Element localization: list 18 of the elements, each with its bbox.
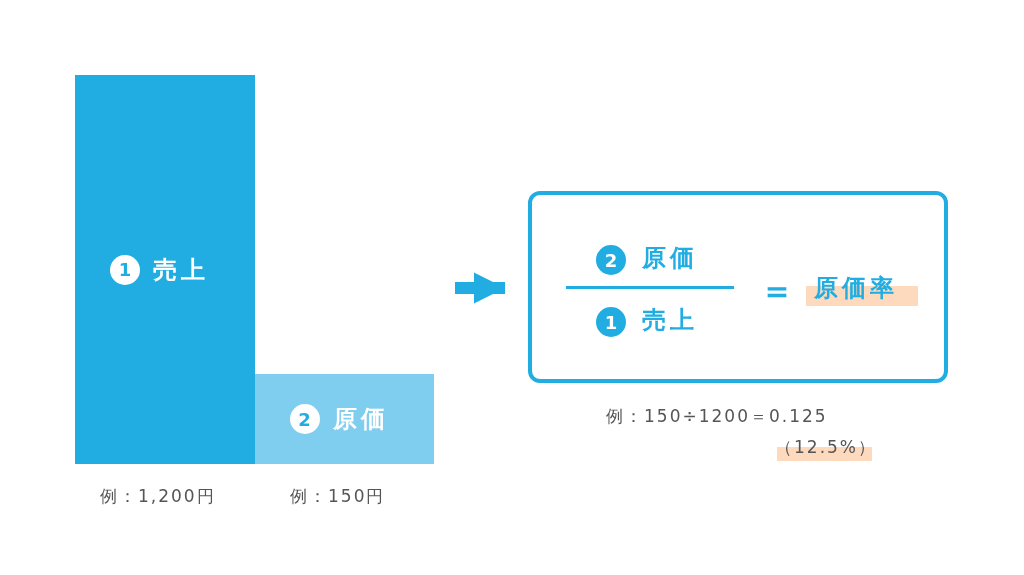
number-badge: 1 [596, 307, 626, 337]
bar-label: 売上 [153, 257, 209, 282]
result-text: 原価率 [814, 276, 898, 300]
number-badge: 2 [289, 404, 320, 434]
formula-text: 原価 [642, 246, 698, 270]
bar [75, 75, 255, 464]
equals-sign: ＝ [760, 273, 794, 307]
example-text: （12.5%） [775, 436, 877, 459]
arrow [455, 272, 505, 304]
example-text: 例：1,200円 [100, 485, 216, 508]
number-badge: 2 [596, 245, 626, 275]
example-text: 例：150円 [290, 485, 386, 508]
bar [255, 374, 434, 464]
formula-box [528, 191, 948, 383]
number-badge: 1 [110, 254, 140, 285]
formula-text: 売上 [642, 308, 698, 332]
example-text: 例：150÷1200＝0.125 [606, 405, 828, 428]
bar-label: 原価 [332, 407, 389, 431]
